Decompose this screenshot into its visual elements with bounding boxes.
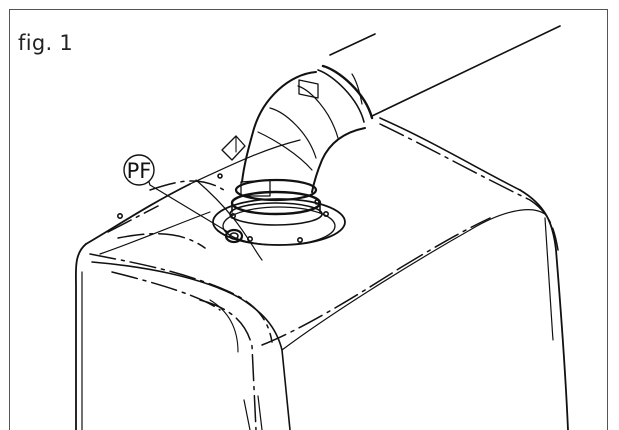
flue-elbow xyxy=(240,71,366,197)
flue-pipe xyxy=(317,25,561,123)
pf-test-point xyxy=(217,228,244,244)
pf-callout-bubble: PF xyxy=(123,154,155,186)
figure-frame xyxy=(9,9,608,430)
figure-label: fig. 1 xyxy=(18,31,74,55)
boiler-casing xyxy=(74,117,569,430)
flue-collar xyxy=(221,135,323,226)
hidden-edge-lines xyxy=(89,123,559,430)
flue-flange-plate xyxy=(212,198,346,246)
pf-callout-label: PF xyxy=(127,159,152,183)
